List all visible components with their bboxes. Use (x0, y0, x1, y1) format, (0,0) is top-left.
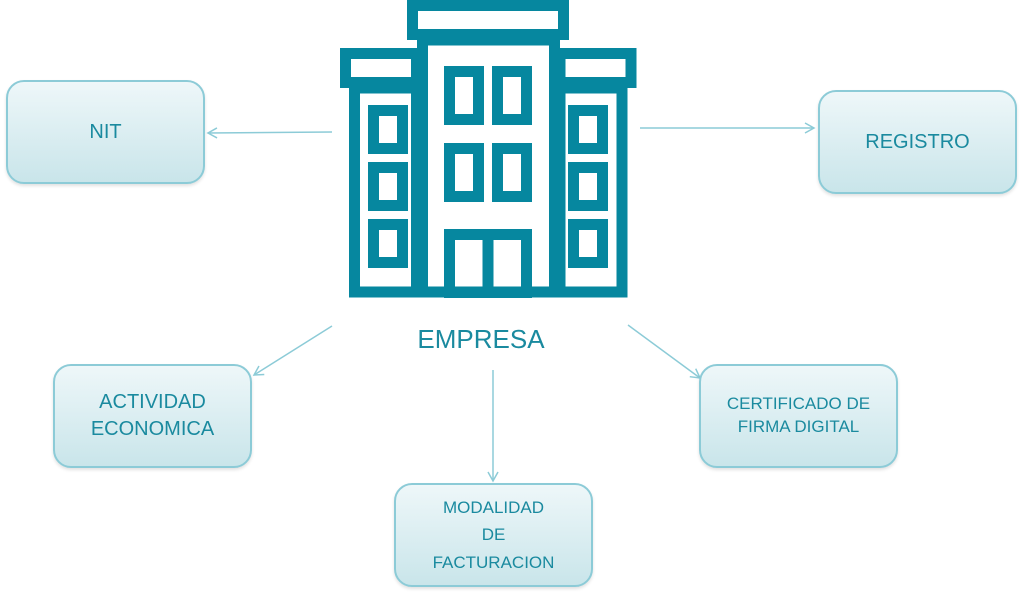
node-label: FIRMA DIGITAL (737, 417, 860, 436)
empresa-label: EMPRESA (417, 324, 545, 354)
node-label: DE (481, 525, 506, 545)
connectors (206, 122, 816, 483)
arrow-to-nit (206, 127, 333, 139)
node-label: ACTIVIDAD (99, 391, 206, 413)
node-registro[interactable]: REGISTRO (818, 90, 1017, 194)
node-modalidad-facturacion[interactable]: MODALIDAD DE FACTURACION (394, 483, 593, 587)
node-label: CERTIFICADO DE (726, 394, 871, 414)
arrow-to-certificado (627, 324, 702, 379)
node-label: FACTURACION (432, 552, 555, 572)
node-certificado-firma-digital[interactable]: CERTIFICADO DE FIRMA DIGITAL (699, 364, 898, 468)
node-label: REGISTRO (865, 130, 970, 153)
node-actividad-economica[interactable]: ACTIVIDAD ECONOMICA (53, 364, 252, 468)
arrow-to-actividad (252, 325, 333, 376)
node-nit[interactable]: NIT (6, 80, 205, 184)
building-icon (340, 0, 637, 298)
node-label: ECONOMICA (90, 418, 215, 440)
node-label: NIT (89, 120, 122, 143)
node-label: MODALIDAD (442, 498, 545, 518)
